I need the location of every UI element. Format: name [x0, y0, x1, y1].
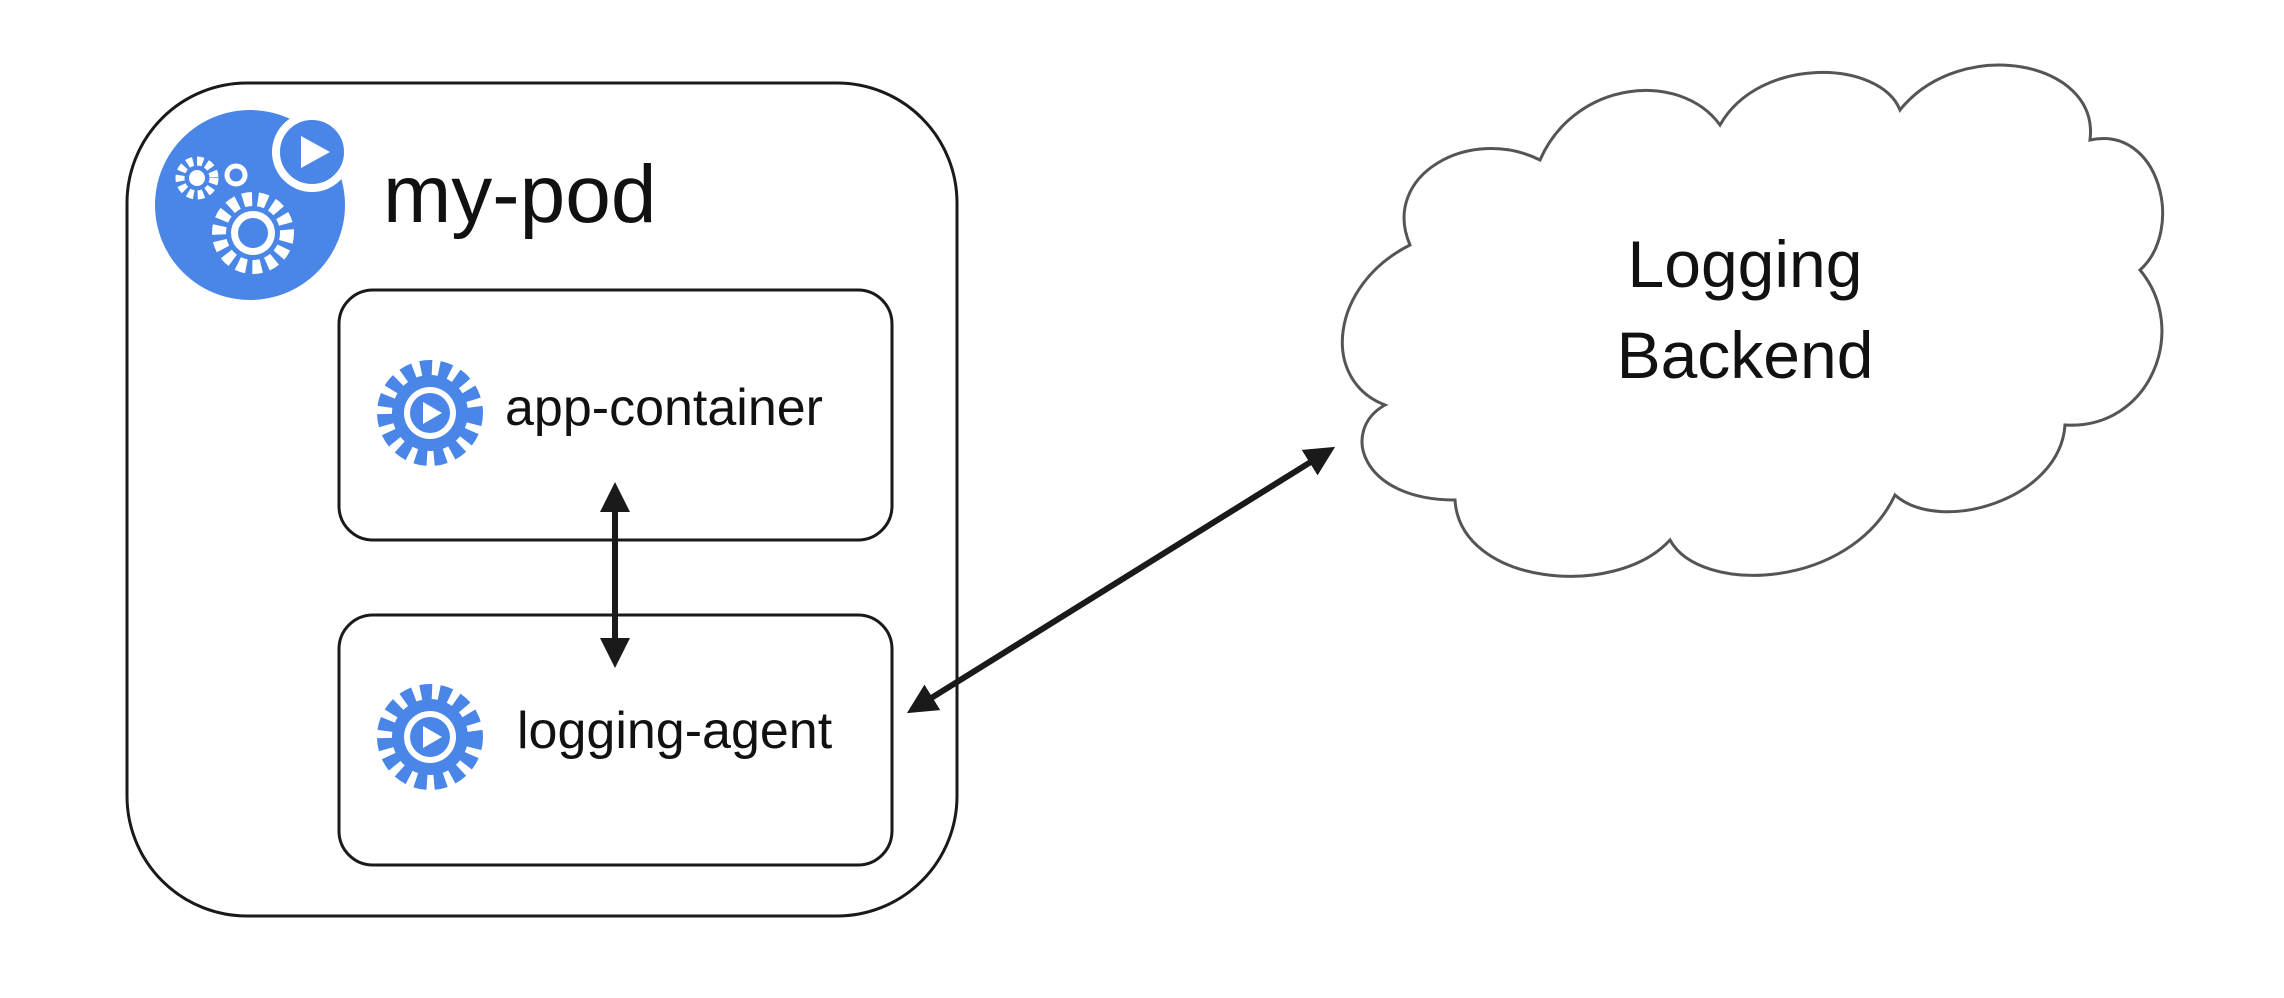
backend-label-line1: Logging: [1628, 227, 1863, 301]
pod-title: my-pod: [383, 149, 656, 240]
logging-backend-cloud[interactable]: [1340, 63, 2164, 578]
app-container-label: app-container: [505, 379, 823, 437]
backend-label-line2: Backend: [1617, 318, 1874, 392]
backend-link-arrow: [906, 446, 1336, 714]
container-gear-icon: [377, 360, 483, 466]
logging-agent-label: logging-agent: [517, 702, 833, 760]
pod-gears-icon: [155, 110, 352, 300]
container-gear-icon: [377, 684, 483, 790]
